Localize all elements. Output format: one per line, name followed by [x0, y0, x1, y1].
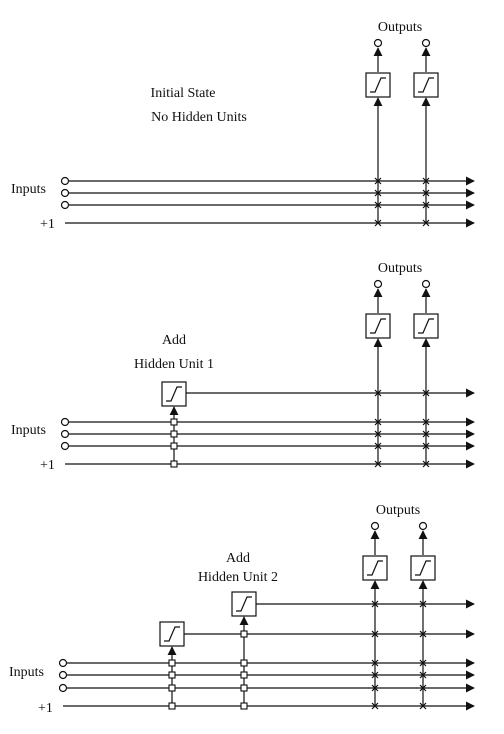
output-node	[418, 521, 428, 531]
hidden-unit	[231, 591, 257, 617]
panel-title-line2: No Hidden Units	[151, 110, 247, 125]
panel-initial-state: Outputs Initial State No Hidden Units In…	[11, 20, 475, 232]
output-node	[373, 38, 383, 48]
output-column	[410, 521, 436, 710]
input-node	[58, 670, 68, 680]
sigmoid-icon	[370, 77, 386, 93]
panel-title-line1: Add	[226, 551, 250, 566]
sigmoid-icon	[418, 318, 434, 334]
x-marker	[374, 177, 382, 227]
sigmoid-icon	[370, 318, 386, 334]
inputs-label: Inputs	[11, 423, 46, 438]
input-lines	[60, 176, 475, 228]
output-node	[373, 279, 383, 289]
bias-label: +1	[38, 701, 53, 716]
hidden-unit	[159, 621, 185, 647]
output-unit	[365, 313, 391, 339]
sigmoid-icon	[164, 626, 180, 642]
input-node	[60, 417, 70, 427]
x-marker	[422, 389, 430, 468]
square-marker	[170, 418, 178, 468]
panel-title-line2: Hidden Unit 2	[198, 570, 278, 585]
input-lines	[58, 658, 475, 711]
input-node	[60, 188, 70, 198]
output-node	[421, 38, 431, 48]
output-column	[413, 38, 439, 227]
square-marker	[168, 659, 176, 710]
bias-label: +1	[40, 458, 55, 473]
square-marker	[240, 630, 248, 710]
hidden-unit-1	[159, 621, 475, 710]
input-node	[60, 429, 70, 439]
input-node	[60, 441, 70, 451]
input-lines	[60, 417, 475, 469]
output-column	[365, 38, 391, 227]
sigmoid-icon	[415, 560, 431, 576]
input-node	[60, 176, 70, 186]
hidden-unit-2	[231, 591, 475, 710]
sigmoid-icon	[367, 560, 383, 576]
panel-hidden-unit-2: Outputs Add Hidden Unit 2 Inputs +1	[9, 503, 475, 716]
panel-title-line1: Initial State	[151, 86, 216, 101]
inputs-label: Inputs	[11, 182, 46, 197]
output-node	[421, 279, 431, 289]
sigmoid-icon	[236, 596, 252, 612]
inputs-label: Inputs	[9, 665, 44, 680]
panel-title-line2: Hidden Unit 1	[134, 357, 214, 372]
output-column	[365, 279, 391, 468]
x-marker	[374, 389, 382, 468]
output-node	[370, 521, 380, 531]
input-node	[58, 683, 68, 693]
bias-label: +1	[40, 217, 55, 232]
input-node	[58, 658, 68, 668]
sigmoid-icon	[166, 386, 182, 402]
outputs-label: Outputs	[376, 503, 420, 518]
input-node	[60, 200, 70, 210]
panel-hidden-unit-1: Outputs Add Hidden Unit 1 Inputs +1	[11, 261, 475, 473]
x-marker	[371, 600, 379, 710]
outputs-label: Outputs	[378, 261, 422, 276]
output-unit	[410, 555, 436, 581]
x-marker	[419, 600, 427, 710]
output-column	[362, 521, 388, 710]
sigmoid-icon	[418, 77, 434, 93]
output-column	[413, 279, 439, 468]
outputs-label: Outputs	[378, 20, 422, 35]
panel-title-line1: Add	[162, 333, 186, 348]
x-marker	[422, 177, 430, 227]
